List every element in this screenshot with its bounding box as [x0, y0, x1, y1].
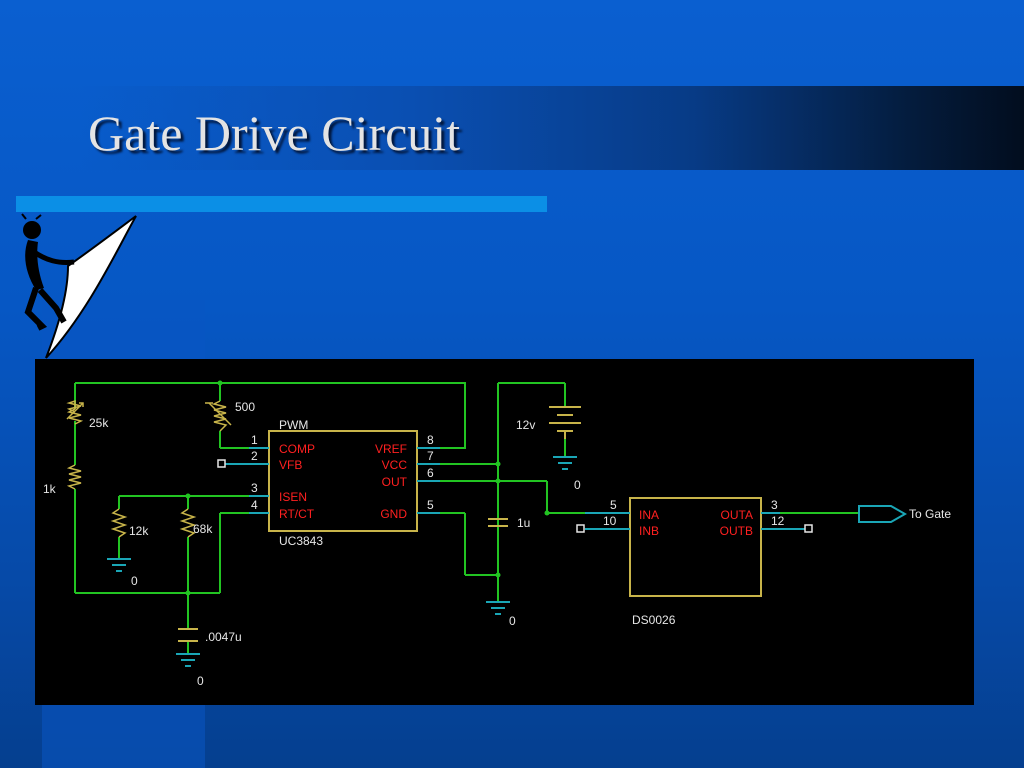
ground-icon [176, 653, 200, 667]
gate-drive-schematic: PWM UC3843 1 2 3 4 COMP VFB ISEN RT/CT 8… [43, 380, 951, 688]
pin-number: 3 [771, 498, 778, 512]
pin-number: 1 [251, 433, 258, 447]
resistor-1k-icon [66, 464, 82, 490]
ground-1u-label: 0 [509, 614, 516, 628]
pin-name: VFB [279, 458, 302, 472]
resistor-1k-label: 1k [43, 482, 57, 496]
pot-500-label: 500 [235, 400, 255, 414]
pin-number: 4 [251, 498, 258, 512]
pin-number: 6 [427, 466, 434, 480]
ds0026-pin-leads [585, 512, 805, 530]
supply-12v-label: 12v [516, 418, 535, 432]
title-bar [80, 86, 1024, 170]
pin-number: 5 [427, 498, 434, 512]
output-port-icon [858, 505, 908, 523]
pin-name: VCC [382, 458, 408, 472]
pot-500-icon [205, 400, 232, 432]
figure-pulling-page-icon [21, 213, 137, 359]
pin-number: 2 [251, 449, 258, 463]
output-port-label: To Gate [909, 507, 951, 521]
resistor-68k-label: 68k [193, 522, 213, 536]
resistor-12k-icon [110, 508, 128, 538]
inb-open-terminal [576, 524, 585, 533]
slide-title: Gate Drive Circuit [88, 105, 461, 161]
pot-25k-icon [66, 399, 84, 425]
pin-number: 10 [603, 514, 617, 528]
capacitor-0047u-icon [178, 628, 198, 642]
ds0026-chip [629, 497, 762, 597]
pin-name: INB [639, 524, 659, 538]
pin-number: 8 [427, 433, 434, 447]
ground-icon [107, 558, 131, 572]
pin-name: OUTB [720, 524, 753, 538]
capacitor-0047u-label: .0047u [205, 630, 242, 644]
junction-nodes [185, 380, 550, 596]
pin-name: RT/CT [279, 507, 315, 521]
pin-name: ISEN [279, 490, 307, 504]
pot-25k-label: 25k [89, 416, 109, 430]
uc3843-part-label: UC3843 [279, 534, 323, 548]
pin-number: 7 [427, 449, 434, 463]
pin-name: GND [380, 507, 407, 521]
wires [74, 382, 859, 654]
ground-supply-label: 0 [574, 478, 581, 492]
pin-name: VREF [375, 442, 407, 456]
ground-icon [486, 601, 510, 615]
uc3843-ref-label: PWM [279, 418, 308, 432]
resistor-12k-label: 12k [129, 524, 149, 538]
pin-name: INA [639, 508, 659, 522]
ground-12k-label: 0 [131, 574, 138, 588]
battery-12v-icon [549, 406, 581, 439]
vfb-open-terminal [217, 459, 226, 468]
uc3843-pin-leads [225, 447, 440, 514]
pin-name: OUTA [721, 508, 753, 522]
ground-icon [553, 456, 577, 470]
capacitor-1u-label: 1u [517, 516, 530, 530]
pin-number: 3 [251, 481, 258, 495]
ground-cap-label: 0 [197, 674, 204, 688]
pin-number: 5 [610, 498, 617, 512]
resistor-68k-icon [179, 508, 197, 538]
pin-number: 12 [771, 514, 785, 528]
outb-open-terminal [804, 524, 813, 533]
capacitor-1u-icon [488, 518, 508, 527]
schematic-panel: PWM UC3843 1 2 3 4 COMP VFB ISEN RT/CT 8… [35, 359, 974, 705]
pin-name: OUT [382, 475, 408, 489]
accent-rule [16, 196, 547, 212]
pin-name: COMP [279, 442, 315, 456]
ds0026-part-label: DS0026 [632, 613, 676, 627]
